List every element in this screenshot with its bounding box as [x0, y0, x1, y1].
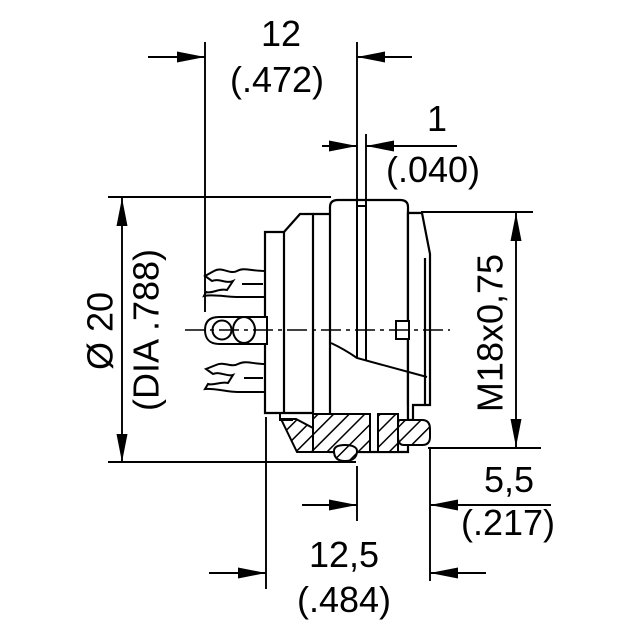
lower-terminal [203, 361, 266, 393]
dim-key-slot-inch: (.040) [386, 149, 480, 190]
flange-outline [263, 212, 315, 415]
dim-body-diameter-metric: Ø 20 [80, 292, 121, 370]
dim-front-length-inch: (.217) [461, 502, 555, 543]
coupling-nut-outline [328, 198, 410, 454]
dim-overall-depth-metric: 12 [261, 13, 301, 54]
dim-mounting-length-metric: 12,5 [309, 534, 379, 575]
dimension-labels: 12 (.472) 1 (.040) Ø 20 (DIA .788) M18x0… [80, 13, 556, 620]
thread-front-outline [406, 211, 432, 422]
section-hatching [265, 412, 431, 463]
dim-front-length-metric: 5,5 [484, 459, 534, 500]
shoulder-edge [330, 342, 428, 378]
dim-thread-spec: M18x0,75 [470, 254, 511, 412]
dim-overall-depth-inch: (.472) [230, 59, 324, 100]
upper-terminal [202, 268, 266, 298]
dim-key-slot-metric: 1 [427, 98, 447, 139]
dimension-arrowheads [116, 51, 522, 579]
dim-body-diameter-inch: (DIA .788) [126, 249, 167, 411]
dim-mounting-length-inch: (.484) [297, 579, 391, 620]
